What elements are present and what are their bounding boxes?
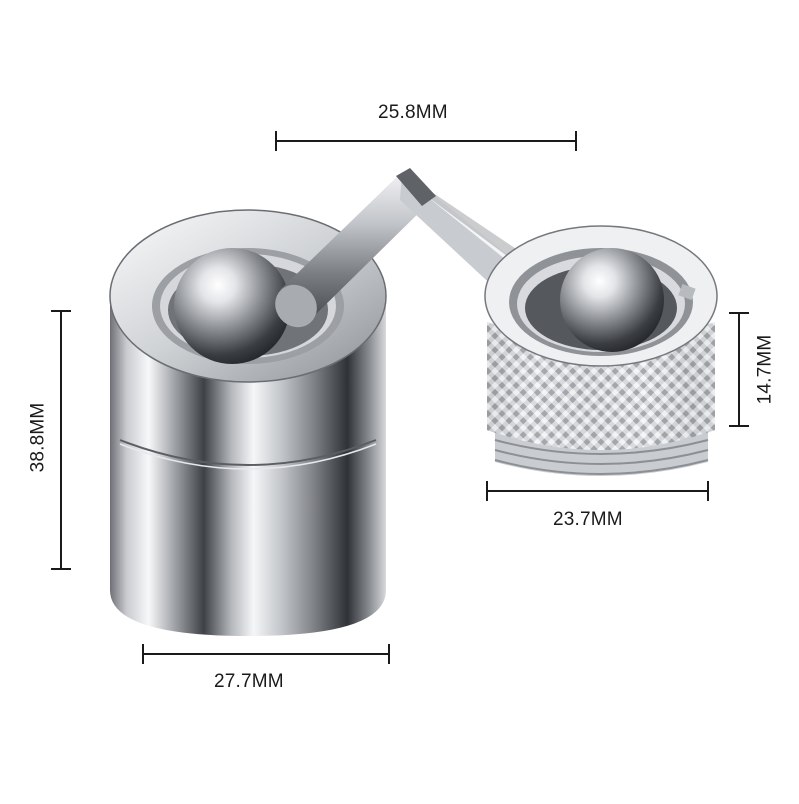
dimension-label-left: 38.8MM (27, 402, 49, 473)
threaded-connector-nut (484, 225, 718, 476)
dimension-line-right (729, 312, 749, 427)
dimension-line-bottom-left (142, 644, 390, 664)
dimension-label-bottom-left: 27.7MM (214, 671, 284, 692)
dimension-line-top (275, 131, 577, 151)
dimension-label-top: 25.8MM (378, 102, 448, 123)
dimension-line-right-bottom (486, 481, 709, 501)
dimension-line-left (51, 310, 71, 570)
swivel-body-cylinder (109, 209, 387, 636)
ball-joint-right (560, 248, 664, 352)
dimension-label-right-bottom: 23.7MM (553, 509, 623, 530)
dimension-lines (51, 131, 749, 664)
ball-joint-left (174, 248, 290, 364)
dimension-label-right: 14.7MM (754, 334, 776, 405)
